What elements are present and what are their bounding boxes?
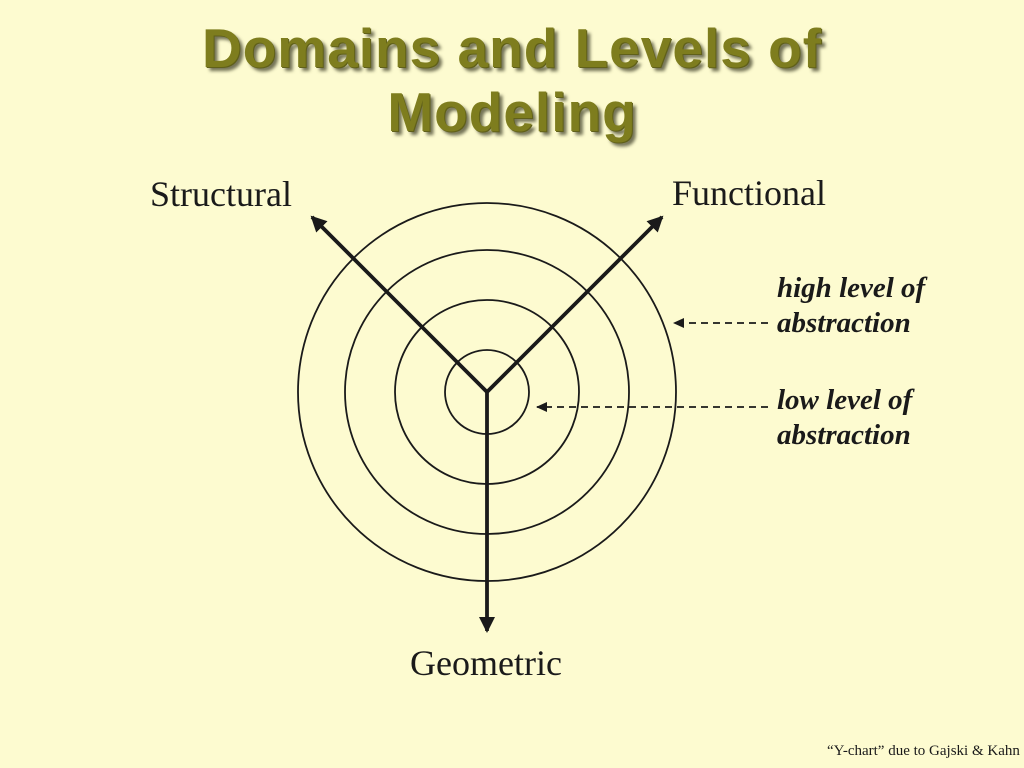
- annotation-high-level-line2: abstraction: [777, 307, 911, 339]
- axis-line-functional: [485, 215, 664, 394]
- credit-caption: “Y-chart” due to Gajski & Kahn: [827, 743, 1020, 759]
- axis-label-structural: Structural: [150, 174, 292, 214]
- slide-title-line1: Domains and Levels of: [201, 17, 823, 79]
- annotation-high-level: high level of abstraction: [777, 271, 925, 341]
- annotation-high-level-line1: high level of: [777, 272, 926, 304]
- axis-label-geometric: Geometric: [410, 643, 562, 683]
- slide-title: Domains and Levels of Modeling: [0, 16, 1024, 145]
- axis-line-structural: [310, 215, 489, 394]
- annotation-low-level-line1: low level of: [777, 384, 913, 416]
- annotation-low-level-line2: abstraction: [777, 419, 911, 451]
- slide-title-line2: Modeling: [387, 81, 637, 144]
- axis-label-functional: Functional: [672, 173, 826, 213]
- annotation-low-level: low level of abstraction: [777, 383, 912, 453]
